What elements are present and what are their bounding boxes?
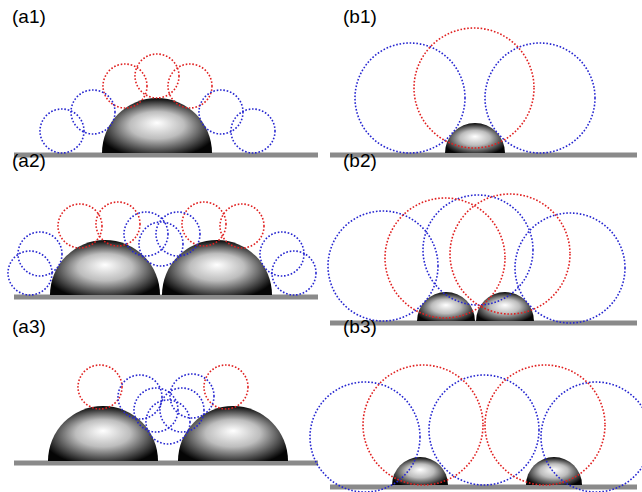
panel-label: (b3) — [343, 316, 377, 338]
panel-b3 — [310, 365, 642, 492]
panel-label: (a1) — [12, 6, 46, 28]
panel-label: (a2) — [12, 150, 46, 172]
panel-a3 — [14, 365, 318, 463]
panel-b1 — [330, 28, 637, 155]
panel-label: (a3) — [12, 316, 46, 338]
panel-a2 — [8, 202, 318, 297]
panel-b2 — [328, 194, 637, 323]
panel-label: (b1) — [343, 6, 377, 28]
panel-label: (b2) — [343, 150, 377, 172]
panel-a1 — [14, 54, 318, 155]
